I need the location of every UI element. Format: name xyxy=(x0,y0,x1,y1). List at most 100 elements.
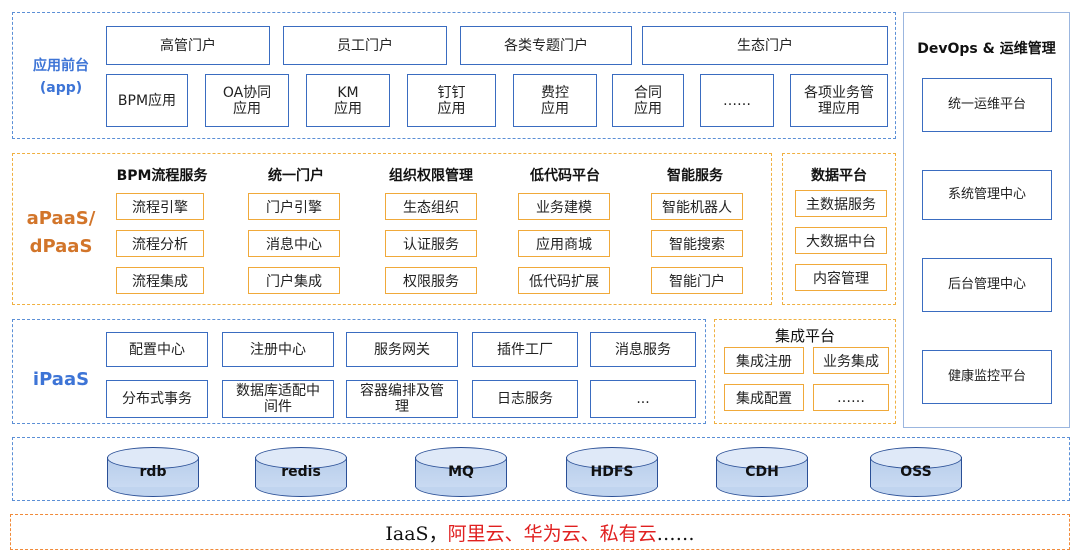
apaas-layer-label: aPaaS/ dPaaS xyxy=(18,205,104,261)
data-service-box: 内容管理 xyxy=(795,264,887,291)
portal-label: 高管门户 xyxy=(160,37,216,54)
service-box: 智能搜索 xyxy=(651,230,743,257)
service-box: 流程引擎 xyxy=(116,193,204,220)
database-cylinder: CDH xyxy=(716,447,808,497)
data-service-box: 大数据中台 xyxy=(795,227,887,254)
database-label: CDH xyxy=(745,464,779,480)
service-label: 生态组织 xyxy=(403,199,459,216)
cylinder-top xyxy=(566,447,658,469)
app-label-line1: KM xyxy=(337,84,359,101)
app-label-line1: 钉钉 xyxy=(437,84,466,101)
app-box: 各项业务管理应用 xyxy=(790,74,888,127)
service-label: 门户集成 xyxy=(266,273,322,290)
service-label: 门户引擎 xyxy=(266,199,322,216)
app-box: 钉钉应用 xyxy=(407,74,496,127)
ipaas-box: 插件工厂 xyxy=(472,332,578,367)
ipaas-label-line1: 分布式事务 xyxy=(122,391,192,407)
ipaas-box: 日志服务 xyxy=(472,380,578,418)
portal-label: 各类专题门户 xyxy=(504,37,588,54)
integration-platform-container xyxy=(714,319,896,424)
service-box: 业务建模 xyxy=(518,193,610,220)
cylinder-top xyxy=(415,447,507,469)
app-label-line1: 各项业务管 xyxy=(804,84,874,101)
apaas-layer-container xyxy=(12,153,772,305)
database-label: HDFS xyxy=(590,464,634,480)
service-box: 门户集成 xyxy=(248,267,340,294)
service-label: 低代码扩展 xyxy=(529,273,599,290)
integration-platform-title: 集成平台 xyxy=(774,327,835,345)
column-title: 统一门户 xyxy=(268,168,324,184)
data-platform-container xyxy=(782,153,896,305)
portal-box: 生态门户 xyxy=(642,26,888,65)
service-box: 生态组织 xyxy=(385,193,477,220)
database-cylinder: OSS xyxy=(870,447,962,497)
cylinder-top xyxy=(870,447,962,469)
service-box: 门户引擎 xyxy=(248,193,340,220)
service-box: 认证服务 xyxy=(385,230,477,257)
iaas-text: IaaS，阿里云、华为云、私有云…… xyxy=(10,519,1070,546)
ipaas-label-line2: 间件 xyxy=(264,399,292,415)
ipaas-label-line1: ... xyxy=(636,391,650,407)
devops-label: 统一运维平台 xyxy=(947,97,1026,112)
cylinder-top xyxy=(255,447,347,469)
data-service-label: 大数据中台 xyxy=(806,233,876,250)
integration-label: 集成注册 xyxy=(736,353,792,370)
ipaas-box: 配置中心 xyxy=(106,332,208,367)
integration-label: 集成配置 xyxy=(736,390,792,407)
app-label-line2: 应用 xyxy=(634,100,662,117)
service-box: 消息中心 xyxy=(248,230,340,257)
portal-label: 员工门户 xyxy=(337,37,393,54)
app-label-line1: BPM应用 xyxy=(117,92,177,109)
app-box: 合同应用 xyxy=(612,74,684,127)
devops-title: DevOps & 运维管理 xyxy=(917,41,1056,57)
iaas-suffix: …… xyxy=(656,523,695,545)
column-title: BPM流程服务 xyxy=(116,168,208,184)
ipaas-box: 注册中心 xyxy=(222,332,334,367)
devops-box: 健康监控平台 xyxy=(922,350,1052,404)
app-label-line1: 费控 xyxy=(541,84,569,101)
ipaas-box: 数据库适配中间件 xyxy=(222,380,334,418)
iaas-prefix: IaaS， xyxy=(385,523,448,545)
service-box: 权限服务 xyxy=(385,267,477,294)
database-cylinder: rdb xyxy=(107,447,199,497)
app-layer-label-line1: 应用前台 xyxy=(33,58,89,74)
integration-box: 集成注册 xyxy=(724,347,804,374)
service-label: 智能搜索 xyxy=(669,236,725,253)
database-label: redis xyxy=(281,464,321,480)
integration-label: …… xyxy=(837,389,865,406)
portal-box: 高管门户 xyxy=(106,26,270,65)
ipaas-layer-container xyxy=(12,319,706,424)
apaas-label-line2: dPaaS xyxy=(29,236,93,257)
cylinder-top xyxy=(716,447,808,469)
app-box: …… xyxy=(700,74,774,127)
ipaas-box: 容器编排及管理 xyxy=(346,380,458,418)
service-label: 流程引擎 xyxy=(132,199,188,216)
service-box: 流程集成 xyxy=(116,267,204,294)
devops-label: 后台管理中心 xyxy=(947,277,1026,292)
service-label: 智能机器人 xyxy=(662,199,732,216)
ipaas-layer-label: iPaaS xyxy=(32,369,90,390)
ipaas-box: ... xyxy=(590,380,696,418)
ipaas-box: 服务网关 xyxy=(346,332,458,367)
column-title: 智能服务 xyxy=(667,168,723,184)
service-label: 权限服务 xyxy=(403,273,459,290)
apaas-label-line1: aPaaS/ xyxy=(26,208,96,229)
devops-box: 后台管理中心 xyxy=(922,258,1052,312)
app-layer-label: 应用前台 (app) xyxy=(22,55,100,99)
ipaas-label: 注册中心 xyxy=(250,341,306,358)
database-label: OSS xyxy=(900,464,932,480)
iaas-layer-container xyxy=(10,514,1070,550)
app-label-line2: 应用 xyxy=(232,100,261,117)
service-box: 智能机器人 xyxy=(651,193,743,220)
integration-box: 业务集成 xyxy=(813,347,889,374)
ipaas-label: 插件工厂 xyxy=(497,341,553,358)
ipaas-label-line1: 数据库适配中 xyxy=(236,383,320,399)
app-label-line2: 理应用 xyxy=(818,100,860,117)
devops-label: 系统管理中心 xyxy=(947,187,1026,202)
ipaas-label: 服务网关 xyxy=(374,341,430,358)
integration-box: 集成配置 xyxy=(724,384,804,411)
portal-box: 员工门户 xyxy=(283,26,447,65)
service-box: 智能门户 xyxy=(651,267,743,294)
data-platform-title: 数据平台 xyxy=(811,168,867,184)
